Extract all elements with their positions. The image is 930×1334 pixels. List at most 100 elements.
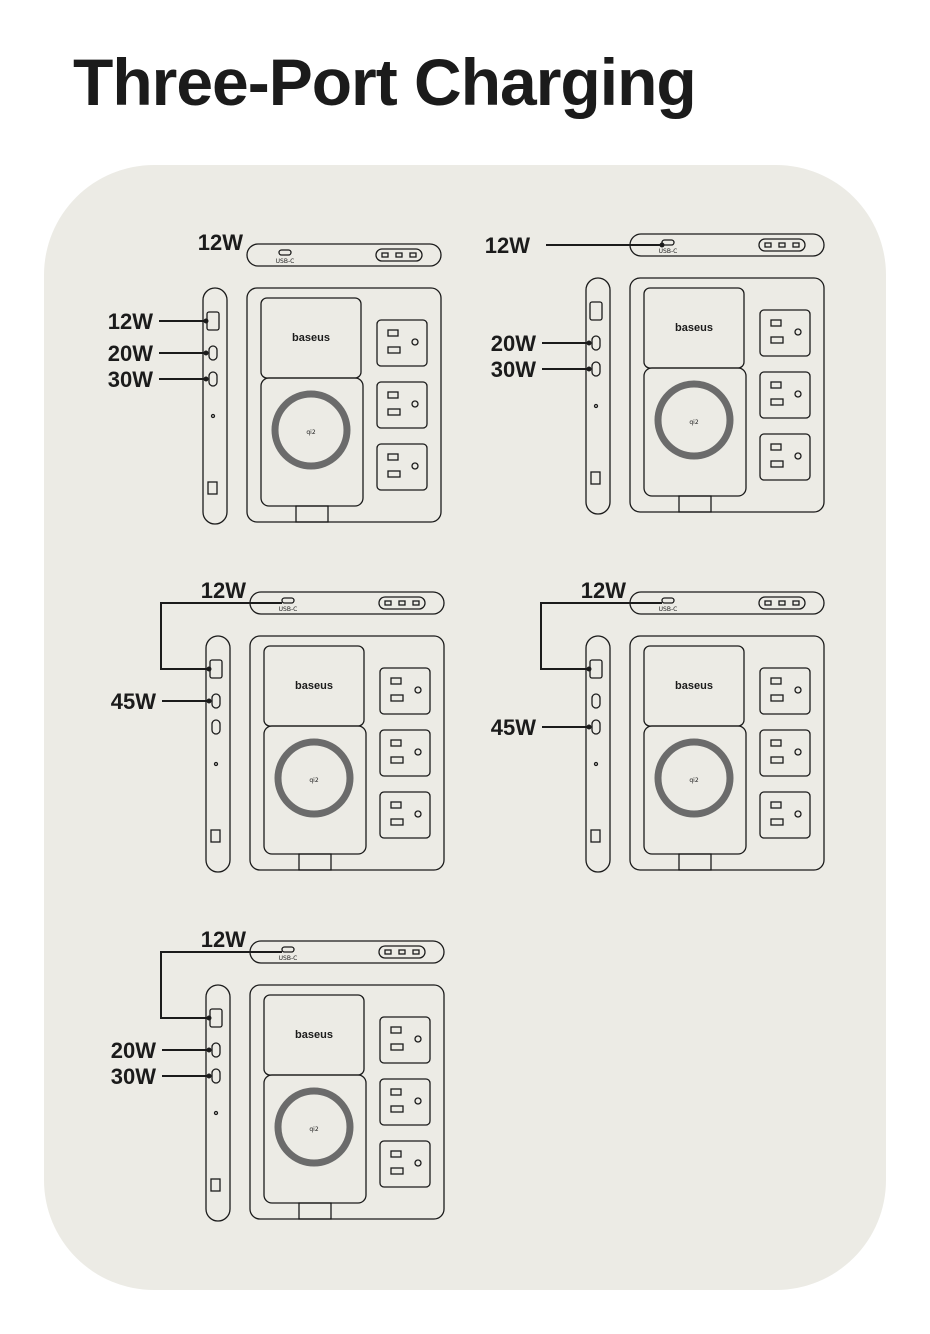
outlet-slot <box>390 756 404 764</box>
outlet-face <box>376 443 428 491</box>
bracket-line <box>160 602 282 670</box>
wattage-usb-c1: 20W <box>111 1038 156 1063</box>
top-port-label: USB-C <box>659 248 678 255</box>
outlet-ground <box>414 1035 422 1043</box>
bracket-line <box>540 602 662 670</box>
outlet-face <box>759 433 811 481</box>
outlet-face <box>379 1140 431 1188</box>
wattage-usb-c1: 20W <box>108 341 153 366</box>
power-switch-icon <box>590 471 601 485</box>
outlet-face <box>379 729 431 777</box>
usb-c2-port-icon <box>208 371 218 387</box>
callout-dot <box>586 666 592 672</box>
outlet-slot <box>387 453 399 461</box>
side-view <box>205 984 231 1222</box>
qi-charging-ring <box>654 380 734 460</box>
wattage-usb-c2: 45W <box>491 715 536 740</box>
outlet-face <box>376 319 428 367</box>
outlet-ground <box>414 686 422 694</box>
outlet-slot <box>770 739 782 747</box>
power-switch-icon <box>210 829 221 843</box>
outlet-slot <box>390 1105 404 1113</box>
usb-c-port-icon <box>661 597 675 604</box>
ac-outlet-3 <box>379 1140 431 1188</box>
outlet-slot <box>387 408 401 416</box>
brand-logo: baseus <box>295 680 333 692</box>
usb-c1-port-icon <box>208 345 218 361</box>
usb-c1-port-icon <box>591 693 601 709</box>
power-switch-icon <box>207 481 218 495</box>
indicator-light <box>398 949 406 955</box>
outlet-ground <box>411 462 419 470</box>
callout-dot <box>206 698 212 704</box>
qi-charging-ring <box>271 390 351 470</box>
device-body: baseus qi2 <box>629 277 825 513</box>
outlet-ground <box>414 1159 422 1167</box>
device-outline <box>629 635 825 871</box>
indicator-light <box>384 600 392 606</box>
power-indicator <box>593 761 599 767</box>
outlet-slot <box>770 336 784 344</box>
page-title: Three-Port Charging <box>73 45 697 119</box>
stand-foot <box>298 853 332 871</box>
outlet-slot <box>387 391 399 399</box>
power-switch-icon <box>590 829 601 843</box>
indicator-light <box>412 949 420 955</box>
callout-dot <box>206 1047 212 1053</box>
indicator-light <box>381 252 389 258</box>
brand-logo: baseus <box>675 322 713 334</box>
ac-outlet-2 <box>759 729 811 777</box>
outlet-ground <box>414 1097 422 1105</box>
outlet-face <box>376 381 428 429</box>
outlet-ground <box>794 452 802 460</box>
outlet-face <box>379 791 431 839</box>
indicator-light <box>395 252 403 258</box>
indicator-light <box>409 252 417 258</box>
outlet-slot <box>390 801 402 809</box>
outlet-face <box>759 667 811 715</box>
outlet-slot <box>770 319 782 327</box>
usb-c-port-icon <box>281 597 295 604</box>
ac-outlet-1 <box>759 309 811 357</box>
top-port-label: USB-C <box>279 955 298 962</box>
outlet-ground <box>411 400 419 408</box>
indicator-light <box>398 600 406 606</box>
device-outline <box>246 287 442 523</box>
outlet-ground <box>794 686 802 694</box>
callout-dot <box>206 666 212 672</box>
wattage-top: 12W <box>201 927 246 952</box>
outlet-slot <box>390 1026 402 1034</box>
ac-outlet-2 <box>759 371 811 419</box>
usb-c2-port-icon <box>211 1068 221 1084</box>
power-switch-icon <box>210 1178 221 1192</box>
qi2-logo: qi2 <box>689 777 698 784</box>
ac-outlet-3 <box>759 433 811 481</box>
callout-dot <box>586 724 592 730</box>
indicator-light <box>792 242 800 248</box>
stand-foot <box>295 505 329 523</box>
outlet-slot <box>770 694 784 702</box>
qi2-logo: qi2 <box>306 429 315 436</box>
wattage-usb-c1: 45W <box>111 689 156 714</box>
outlet-slot <box>387 470 401 478</box>
qi2-logo: qi2 <box>689 419 698 426</box>
brand-logo: baseus <box>675 680 713 692</box>
outlet-face <box>759 371 811 419</box>
usb-c-port-icon <box>278 249 292 256</box>
side-view <box>585 635 611 873</box>
outlet-ground <box>411 338 419 346</box>
ac-outlet-1 <box>376 319 428 367</box>
ac-indicator <box>758 238 806 252</box>
ac-indicator <box>758 596 806 610</box>
outlet-face <box>759 791 811 839</box>
wattage-top: 12W <box>581 578 626 603</box>
